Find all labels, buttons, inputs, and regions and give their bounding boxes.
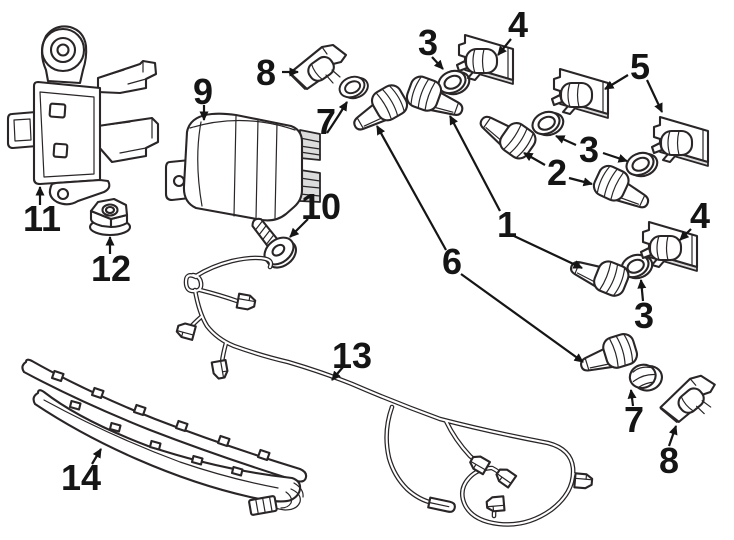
callout-7-b: 7: [624, 399, 644, 440]
harness-connector: [235, 292, 257, 312]
callout-3-c: 3: [634, 295, 654, 336]
molding-strip: [32, 389, 304, 516]
callout-10: 10: [301, 186, 341, 227]
callout-labels: 1 2 3 3 3 4 4 5 6 7 7 8 8 9 10 11 12 13 …: [23, 4, 710, 498]
callout-6: 6: [442, 241, 462, 282]
molding-connector: [248, 495, 278, 516]
retainer-cap-bottom: [628, 363, 663, 392]
callout-13: 13: [332, 335, 372, 376]
nut: [88, 197, 132, 237]
arrow-3-mid-b: [602, 151, 628, 163]
arrow-10: [289, 218, 309, 238]
harness-terminal: [427, 496, 456, 513]
arrow-6b: [460, 273, 584, 363]
arrow-3-mid-a: [555, 134, 577, 147]
callout-4-a: 4: [508, 4, 528, 45]
arrow-2b: [568, 176, 593, 187]
callout-12: 12: [91, 248, 131, 289]
callout-1: 1: [497, 204, 517, 245]
callout-11: 11: [23, 198, 61, 239]
arrow-5a: [604, 74, 629, 90]
arrow-1b: [513, 235, 583, 269]
sensor-clip-bottom: [657, 373, 719, 425]
park-sensor-e: [565, 247, 633, 300]
callout-9: 9: [193, 71, 213, 112]
sensor-bracket-5-right: [650, 115, 710, 168]
park-sensor-a: [473, 103, 541, 164]
arrow-4-mid: [679, 228, 692, 241]
molding-rail: [21, 358, 308, 483]
park-sensor-g: [574, 330, 641, 379]
retainer-ring-top: [335, 70, 373, 105]
arrow-3-low: [637, 279, 647, 302]
arrow-7-top: [326, 101, 348, 134]
callout-3-a: 3: [418, 22, 438, 63]
arrow-3-top: [431, 56, 444, 70]
callout-arrows: [35, 38, 692, 465]
arrow-5b: [646, 79, 663, 113]
callout-4-b: 4: [690, 195, 710, 236]
sensor-clip-top: [288, 43, 348, 91]
harness-connector: [573, 472, 594, 490]
arrow-4-top: [497, 38, 512, 56]
sensor-bracket-5-left: [550, 67, 610, 120]
bumper-molding: [21, 358, 308, 516]
callout-2: 2: [547, 152, 567, 193]
arrow-14: [91, 448, 102, 465]
arrow-8-low: [667, 425, 678, 447]
module-bracket: [6, 25, 160, 206]
screw: [251, 217, 297, 269]
arrow-13: [331, 366, 344, 381]
arrow-2a: [523, 152, 546, 166]
callout-7-a: 7: [316, 101, 336, 142]
callout-8-b: 8: [659, 440, 679, 481]
callout-8-a: 8: [256, 52, 276, 93]
parts-layer: [6, 25, 719, 527]
arrow-1a: [449, 115, 501, 212]
callout-5: 5: [630, 46, 650, 87]
wiring-harness: [174, 255, 594, 527]
harness-connector: [210, 359, 230, 381]
callout-14: 14: [61, 457, 101, 498]
harness-connector: [174, 320, 197, 341]
harness-connector: [485, 495, 506, 513]
callout-3-b: 3: [579, 129, 599, 170]
arrow-7-low: [627, 389, 637, 407]
park-assist-module: [164, 112, 321, 222]
arrow-6a: [376, 125, 447, 251]
